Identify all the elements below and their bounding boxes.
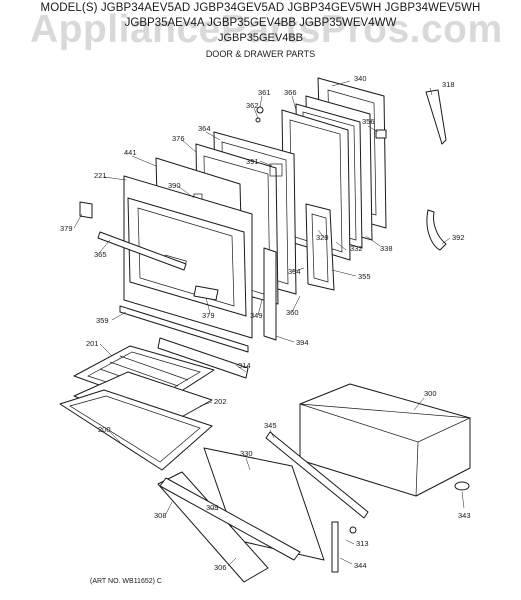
label-202: 202 <box>214 397 227 406</box>
label-308: 308 <box>154 511 167 520</box>
label-359: 359 <box>96 316 109 325</box>
label-361: 361 <box>258 88 271 97</box>
label-360: 360 <box>286 308 299 317</box>
part-379-handle-end <box>79 201 219 301</box>
label-390: 390 <box>168 181 181 190</box>
label-345: 345 <box>264 421 277 430</box>
label-364: 364 <box>198 124 211 133</box>
label-376: 376 <box>172 134 185 143</box>
watermark: AppliancePartsPros.com <box>30 8 503 51</box>
part-361-362-screws <box>255 106 264 123</box>
part-221-outer-door <box>123 175 253 339</box>
label-349: 349 <box>250 311 263 320</box>
part-359-door-bottom-trim <box>119 305 249 353</box>
label-394: 394 <box>296 338 309 347</box>
part-343-drawer-roller <box>454 481 470 491</box>
section-title: DOOR & DRAWER PARTS <box>205 49 316 59</box>
label-200: 200 <box>98 425 111 434</box>
part-200-oven-rack <box>59 389 213 471</box>
label-355: 355 <box>358 272 371 281</box>
label-314: 314 <box>238 361 251 370</box>
model-list-line-2: JGBP35AEV4A JGBP35GEV4BB JGBP35WEV4WW <box>124 17 397 29</box>
label-392: 392 <box>452 233 465 242</box>
label-362: 362 <box>246 101 259 110</box>
model-list-line-3: JGBP35GEV4BB <box>218 32 303 44</box>
part-392-wire-harness <box>426 209 447 251</box>
label-309: 309 <box>206 503 219 512</box>
label-306: 306 <box>214 563 227 572</box>
label-343: 343 <box>458 511 471 520</box>
art-number: (ART NO. WB11652) C <box>90 578 162 585</box>
leader-lines <box>73 80 465 567</box>
label-379-handle-cap: 379 <box>202 311 215 320</box>
part-313-344-drawer-slide <box>331 521 357 573</box>
label-441: 441 <box>124 148 137 157</box>
part-314-door-bottom-seal <box>157 337 249 379</box>
label-365: 365 <box>94 250 107 259</box>
part-318-door-gasket <box>425 89 447 145</box>
label-329: 329 <box>316 233 329 242</box>
label-344: 344 <box>354 561 367 570</box>
part-365-door-handle <box>97 231 187 271</box>
label-201: 201 <box>86 339 99 348</box>
label-318: 318 <box>442 80 455 89</box>
label-340: 340 <box>354 74 367 83</box>
label-221: 221 <box>94 171 107 180</box>
label-332: 332 <box>350 244 363 253</box>
label-300: 300 <box>424 389 437 398</box>
label-330: 330 <box>240 449 253 458</box>
model-list-line-1: MODEL(S) JGBP34AEV5AD JGBP34GEV5AD JGBP3… <box>40 2 481 14</box>
part-354-355-hinge-assembly <box>305 203 335 291</box>
label-354: 354 <box>288 267 301 276</box>
label-366: 366 <box>284 88 297 97</box>
label-391: 391 <box>246 157 259 166</box>
part-394-hinge <box>263 247 277 341</box>
label-338: 338 <box>380 244 393 253</box>
label-356: 356 <box>362 117 375 126</box>
part-labels: 340 318 361 362 366 356 364 376 391 441 … <box>60 74 471 572</box>
label-379-handle-end: 379 <box>60 224 73 233</box>
part-308-drawer-front <box>157 471 301 583</box>
label-313: 313 <box>356 539 369 548</box>
part-345-drawer-rail <box>265 431 369 519</box>
part-356-clip <box>375 129 387 139</box>
